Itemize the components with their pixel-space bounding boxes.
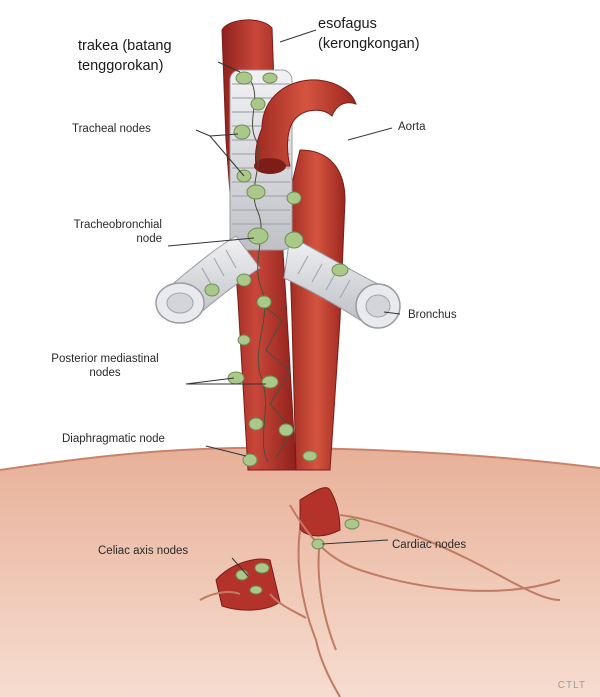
watermark: CTLT: [557, 680, 586, 691]
label-celiac-axis-nodes: Celiac axis nodes: [98, 545, 189, 557]
bronchi: [155, 235, 401, 329]
label-aorta: Aorta: [398, 121, 426, 133]
label-tracheobronchial-node: Tracheobronchial node: [73, 219, 162, 245]
label-esophagus: esofagus (kerongkongan): [318, 16, 420, 52]
label-diaphragmatic-node: Diaphragmatic node: [62, 433, 165, 445]
leader-lines: [167, 29, 401, 577]
label-tracheal-nodes: Tracheal nodes: [72, 123, 151, 135]
label-trachea: trakea (batang tenggorokan): [78, 38, 172, 74]
label-cardiac-nodes: Cardiac nodes: [392, 539, 467, 551]
aorta: [287, 149, 346, 471]
label-bronchus: Bronchus: [408, 309, 457, 321]
label-posterior-mediastinal-nodes: Posterior mediastinal nodes: [51, 353, 159, 379]
lymph-nodes: [204, 71, 349, 467]
